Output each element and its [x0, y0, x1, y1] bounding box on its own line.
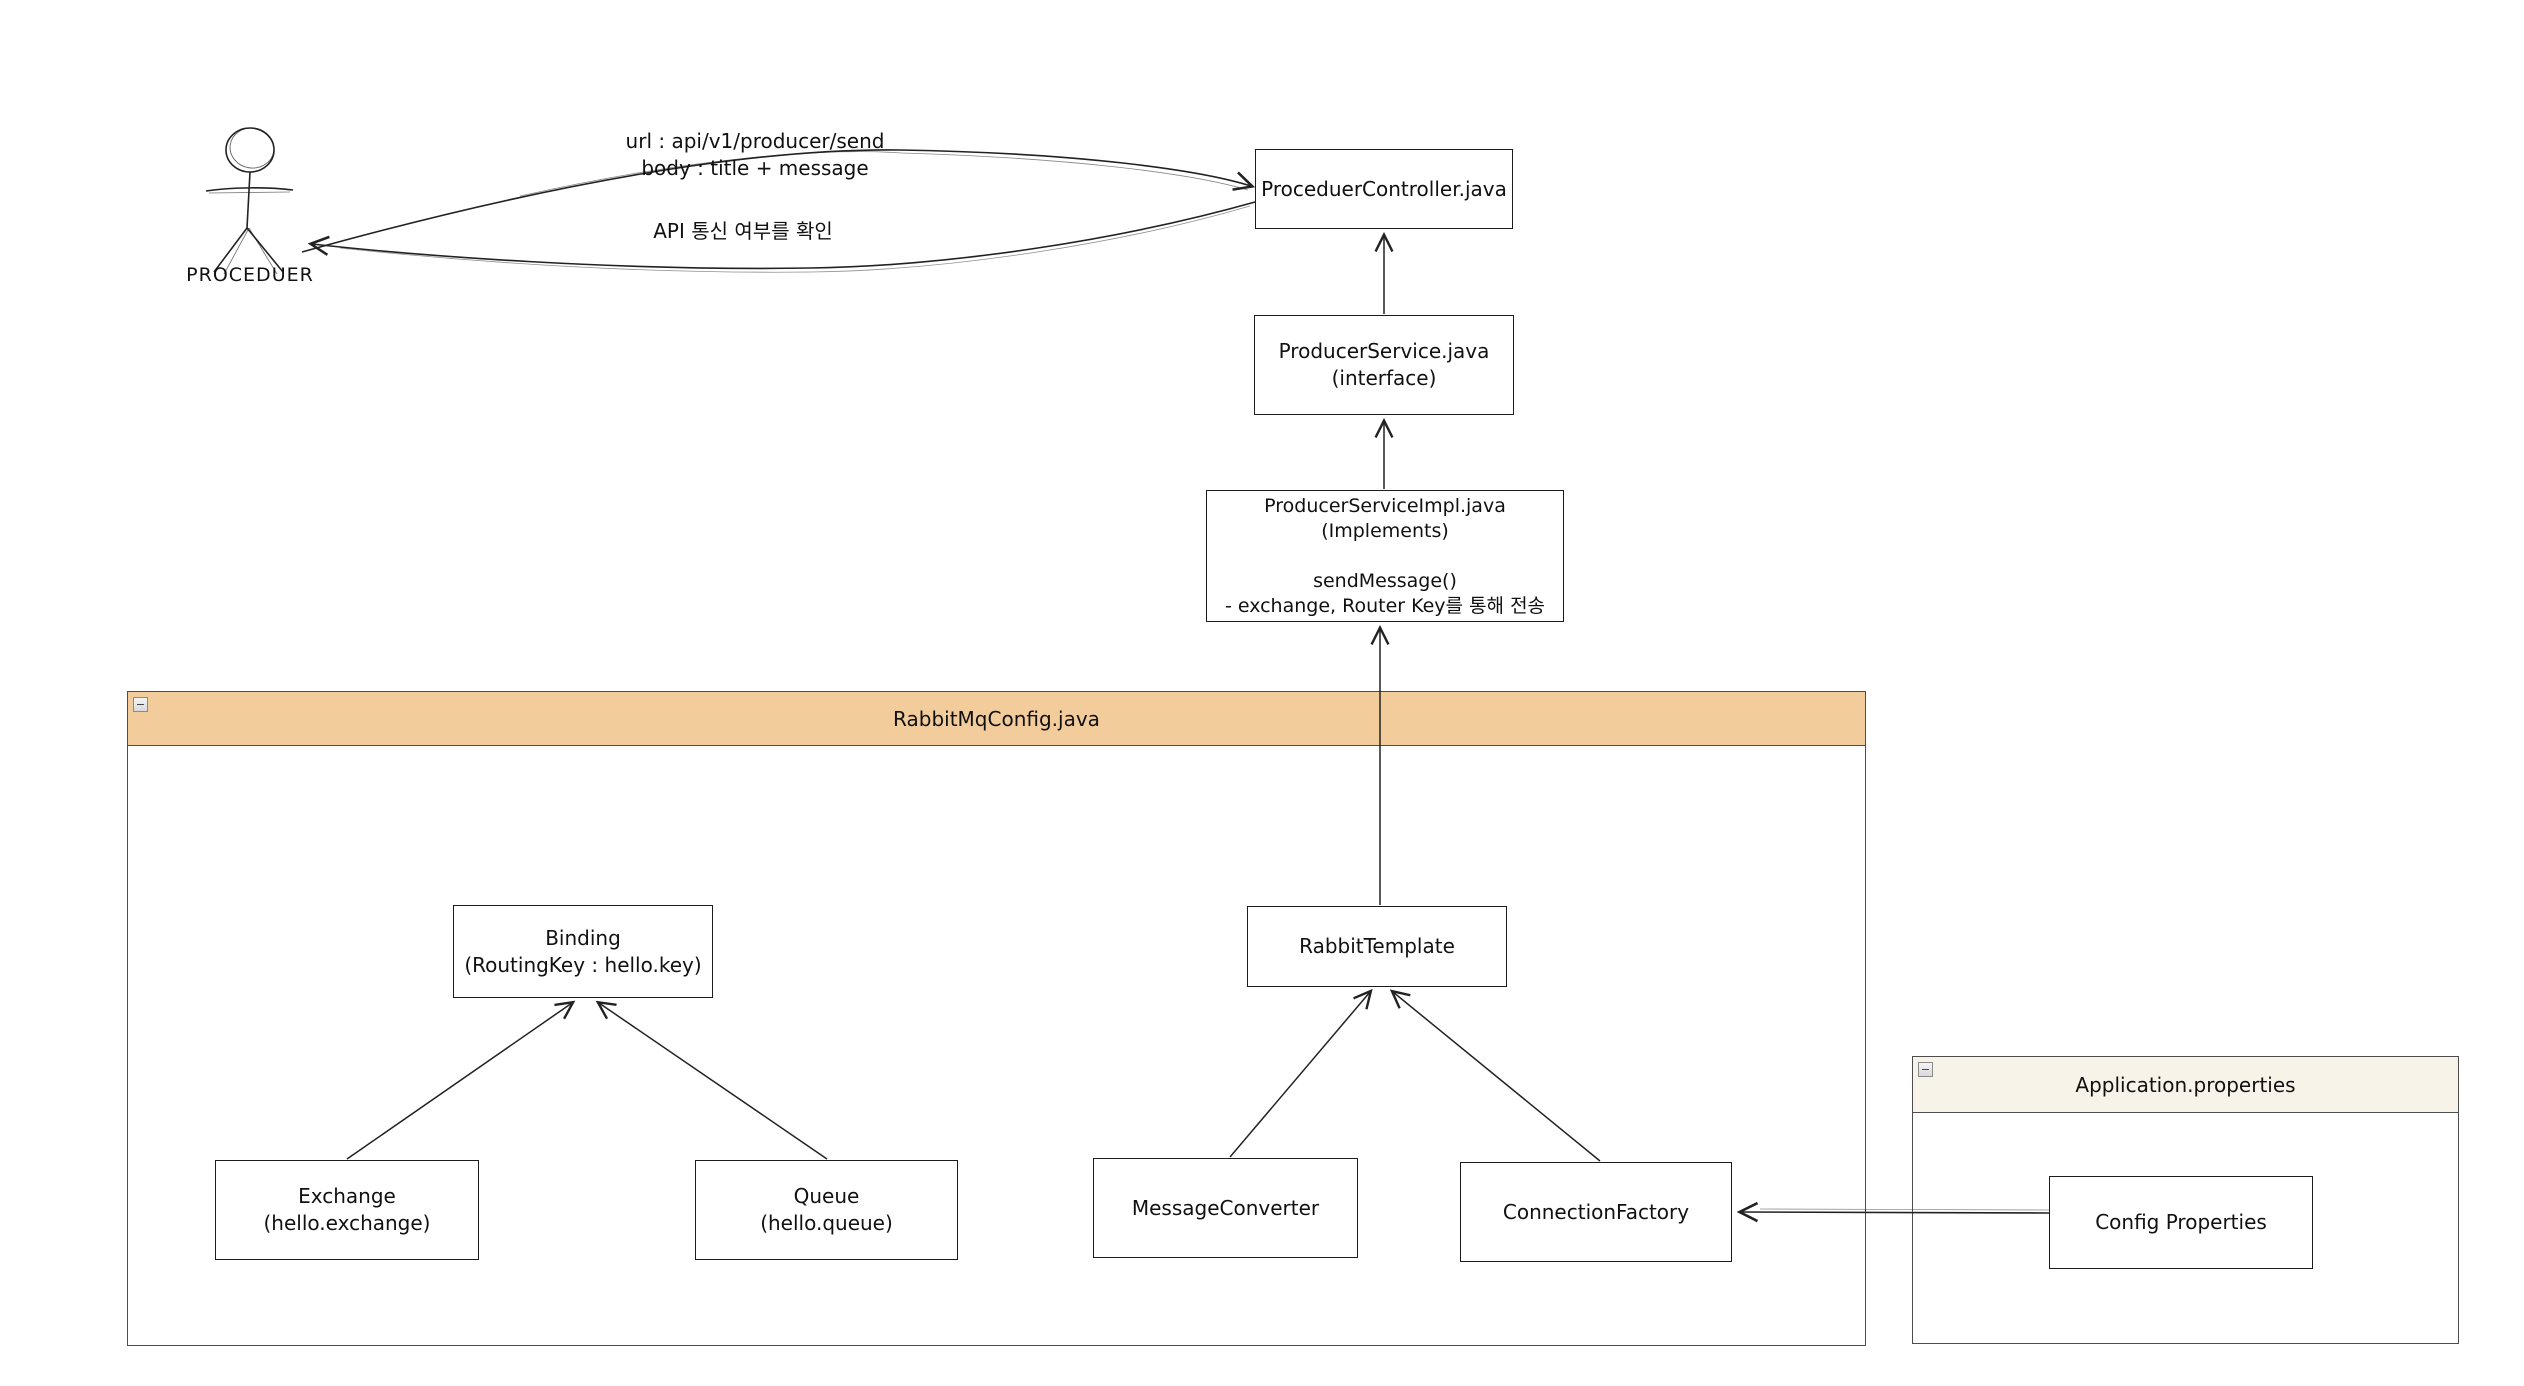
- node-producer-service[interactable]: ProducerService.java (interface): [1254, 315, 1514, 415]
- actor-figure[interactable]: [205, 125, 294, 275]
- node-config-properties-label: Config Properties: [2095, 1210, 2267, 1234]
- edge-connectionfactory-to-rabbittemplate[interactable]: [1389, 989, 1601, 1162]
- actor-label: PROCEDUER: [186, 264, 314, 286]
- container-application-properties-header: Application.properties: [1913, 1057, 2458, 1113]
- node-connection-factory[interactable]: ConnectionFactory: [1460, 1162, 1732, 1262]
- node-producer-service-impl[interactable]: ProducerServiceImpl.java (Implements) se…: [1206, 490, 1564, 622]
- node-producer-service-impl-label: ProducerServiceImpl.java (Implements) se…: [1224, 494, 1546, 617]
- container-rabbitmq-config-title: RabbitMqConfig.java: [893, 706, 1100, 731]
- container-rabbitmq-config-header: RabbitMqConfig.java: [128, 692, 1865, 746]
- edge-configproperties-to-connectionfactory[interactable]: [1736, 1201, 2050, 1223]
- edge-exchange-to-binding[interactable]: [346, 1000, 576, 1160]
- collapse-minus-icon[interactable]: −: [133, 697, 148, 712]
- edge-messageconverter-to-rabbittemplate[interactable]: [1229, 988, 1373, 1158]
- node-exchange[interactable]: Exchange (hello.exchange): [215, 1160, 479, 1260]
- node-queue-label: Queue (hello.queue): [760, 1184, 893, 1235]
- node-producer-service-label: ProducerService.java (interface): [1278, 339, 1490, 390]
- node-binding[interactable]: Binding (RoutingKey : hello.key): [453, 905, 713, 998]
- node-connection-factory-label: ConnectionFactory: [1502, 1199, 1690, 1224]
- node-message-converter-label: MessageConverter: [1131, 1195, 1320, 1220]
- node-rabbit-template[interactable]: RabbitTemplate: [1247, 906, 1507, 987]
- node-message-converter[interactable]: MessageConverter: [1093, 1158, 1358, 1258]
- container-application-properties-title: Application.properties: [2075, 1072, 2296, 1097]
- node-proceduer-controller[interactable]: ProceduerController.java: [1255, 149, 1513, 229]
- edge-actor-to-controller-sketch: [519, 151, 1249, 197]
- node-binding-label: Binding (RoutingKey : hello.key): [464, 925, 702, 977]
- edge-controller-to-actor-sketch: [339, 205, 1251, 273]
- node-rabbit-template-label: RabbitTemplate: [1299, 934, 1455, 958]
- edge-controller-to-actor[interactable]: [307, 201, 1256, 270]
- edge-label-request-line2: body : title + message: [641, 156, 869, 180]
- edge-actor-to-controller[interactable]: [301, 149, 1256, 253]
- node-config-properties[interactable]: Config Properties: [2049, 1176, 2313, 1269]
- edge-label-response[interactable]: API 통신 여부를 확인: [653, 219, 833, 243]
- node-proceduer-controller-label: ProceduerController.java: [1261, 176, 1507, 201]
- edge-label-request-line1: url : api/v1/producer/send: [625, 129, 885, 153]
- node-queue[interactable]: Queue (hello.queue): [695, 1160, 958, 1260]
- collapse-minus-icon[interactable]: −: [1918, 1062, 1933, 1077]
- node-exchange-label: Exchange (hello.exchange): [263, 1184, 431, 1235]
- edge-queue-to-binding[interactable]: [595, 1000, 828, 1160]
- edge-label-request[interactable]: url : api/v1/producer/send body : title …: [560, 128, 950, 182]
- edge-configproperties-to-connectionfactory-sketch: [1759, 1208, 2050, 1211]
